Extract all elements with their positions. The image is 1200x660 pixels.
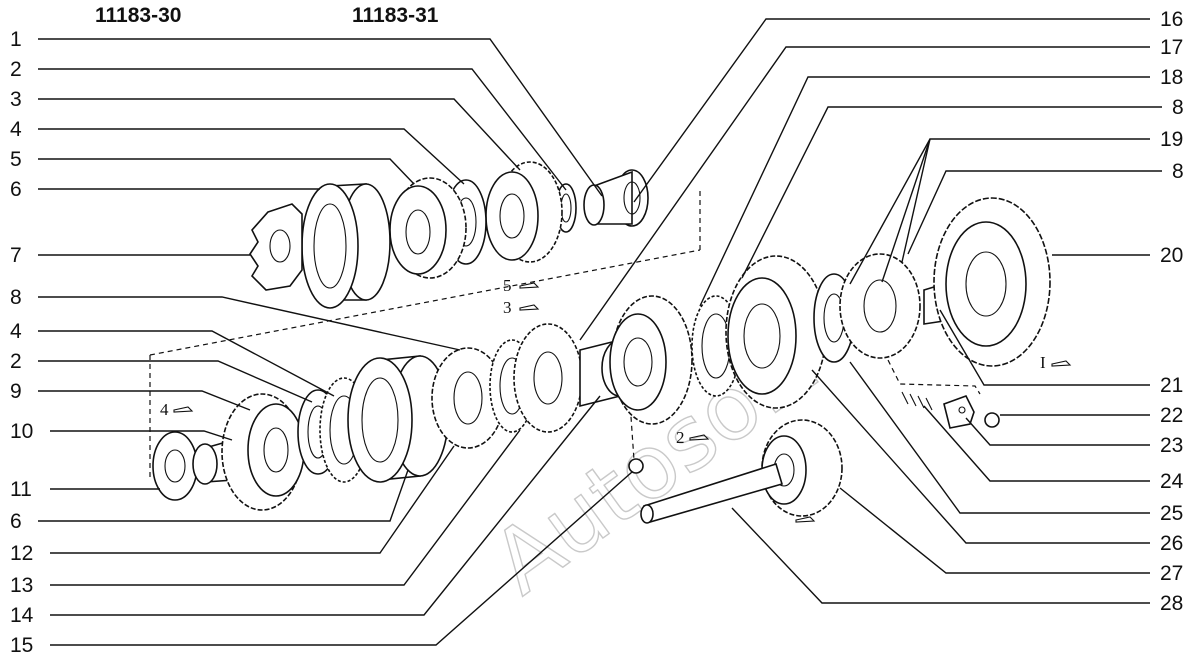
callout-26: 26 [1160,532,1183,555]
callout-28: 28 [1160,592,1183,615]
callout-6-lower: 6 [10,510,22,533]
part-hub-reverse [839,253,921,359]
gear-label-2: 2 [676,428,685,447]
header-part-number-left: 11183-30 [95,4,181,27]
callout-22: 22 [1160,404,1183,427]
part-sleeve-6-lower [347,355,449,483]
callout-27: 27 [1160,562,1183,585]
part-synchro-hub-12 [431,347,505,449]
part-gear-14 [513,323,583,433]
callout-6: 6 [10,178,22,201]
right-callouts: 16 17 18 8 19 8 20 21 22 23 24 25 [579,8,1184,615]
gear-label-5: 5 [503,276,512,295]
callout-8: 8 [10,286,22,309]
callout-23: 23 [1160,434,1183,457]
part-synchro-hub-5 [389,177,467,279]
part-bushing-1 [583,169,649,227]
callout-13: 13 [10,574,33,597]
axis-line [883,351,981,395]
callout-21: 21 [1160,374,1183,397]
callout-8-right-top: 8 [1172,96,1184,119]
callout-12: 12 [10,542,33,565]
part-spring-24 [901,391,933,411]
car-icon [173,406,194,413]
gear-label-4: 4 [160,400,169,419]
callout-2-lower: 2 [10,350,22,373]
callout-7: 7 [10,244,22,267]
part-gear-3-upper [485,161,563,263]
callout-24: 24 [1160,470,1184,493]
callout-11: 11 [10,478,32,501]
part-lock-plate-7 [249,203,303,291]
part-gear-20 [923,197,1051,367]
callout-2: 2 [10,58,22,81]
callout-4: 4 [10,118,22,141]
car-icon [519,282,540,289]
callout-10: 10 [10,420,33,443]
part-gear-9 [221,393,305,511]
car-icon [689,434,710,441]
callout-15: 15 [10,634,33,657]
callout-5: 5 [10,148,22,171]
callout-25: 25 [1160,502,1183,525]
callout-19: 19 [1160,128,1183,151]
part-ball-22 [984,412,1000,428]
part-gear-2nd [609,295,693,425]
part-gear-1st [725,255,827,409]
header-part-number-right: 11183-31 [352,4,439,27]
car-icon [795,516,816,523]
callout-20: 20 [1160,244,1183,267]
callout-14: 14 [10,604,34,627]
callout-9: 9 [10,380,22,403]
callout-3: 3 [10,88,22,111]
gear-label-3: 3 [503,298,512,317]
part-pin-28 [640,462,783,524]
part-block-23 [943,395,975,429]
callout-17: 17 [1160,36,1183,59]
car-icon [1051,360,1072,367]
car-icon [519,304,540,311]
left-callouts: 1 2 3 4 5 6 7 8 4 2 9 10 11 [10,28,633,657]
callout-4-lower: 4 [10,320,22,343]
lower-shaft-assembly: 4 2 I [152,197,1072,524]
part-sleeve-6-upper [301,183,391,309]
part-ball-15 [628,458,644,474]
gear-label-reverse: I [1040,353,1046,372]
callout-8-right: 8 [1172,160,1184,183]
upper-shaft-assembly: 5 3 [249,161,649,317]
part-washer-11 [152,431,198,501]
axis-line [149,249,701,356]
callout-16: 16 [1160,8,1183,31]
callout-18: 18 [1160,66,1183,89]
callout-1: 1 [10,28,22,51]
